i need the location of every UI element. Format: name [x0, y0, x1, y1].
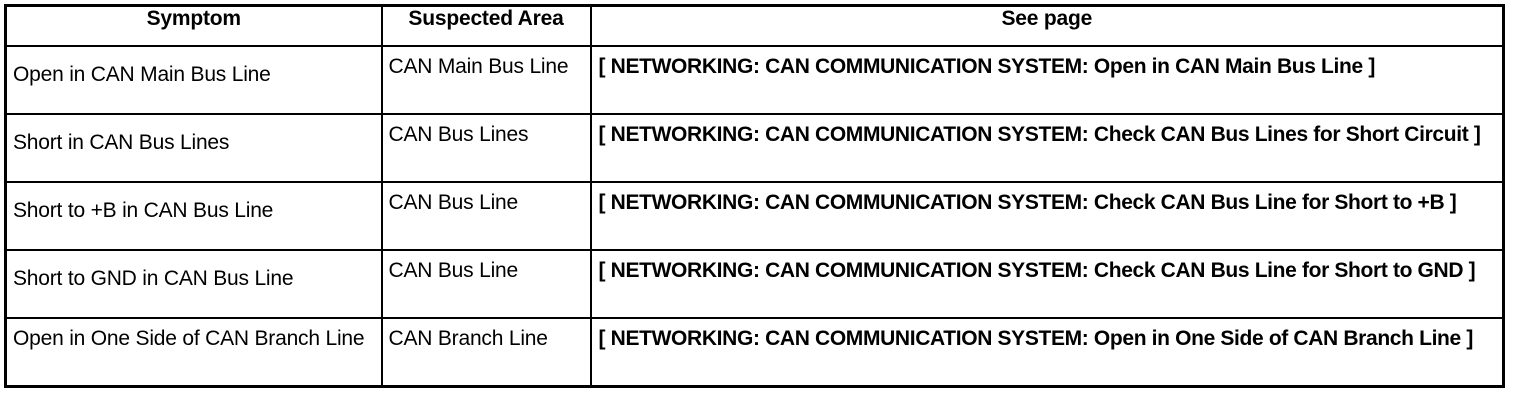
suspected-area-text: CAN Bus Lines	[388, 123, 529, 146]
column-header-symptom-label: Symptom	[146, 7, 241, 30]
suspected-area-text: CAN Bus Line	[388, 259, 519, 282]
see-page-reference[interactable]: [ NETWORKING: CAN COMMUNICATION SYSTEM: …	[598, 259, 1476, 282]
cell-see-page: [ NETWORKING: CAN COMMUNICATION SYSTEM: …	[589, 249, 1505, 319]
see-page-reference[interactable]: [ NETWORKING: CAN COMMUNICATION SYSTEM: …	[598, 327, 1474, 350]
symptom-table: Symptom Suspected Area See page Open in …	[4, 4, 1505, 388]
cell-symptom: Short to GND in CAN Bus Line	[4, 249, 383, 319]
header-row: Symptom Suspected Area See page	[4, 4, 1505, 47]
symptom-text: Open in CAN Main Bus Line	[13, 63, 271, 86]
column-header-suspected-area-label: Suspected Area	[408, 7, 564, 30]
cell-symptom: Short to +B in CAN Bus Line	[4, 181, 383, 251]
table-row: Open in One Side of CAN Branch Line CAN …	[4, 317, 1505, 388]
symptom-text: Open in One Side of CAN Branch Line	[13, 327, 365, 350]
cell-see-page: [ NETWORKING: CAN COMMUNICATION SYSTEM: …	[589, 113, 1505, 183]
cell-suspected-area: CAN Branch Line	[380, 317, 592, 388]
symptom-text: Short in CAN Bus Lines	[13, 131, 230, 154]
symptom-text: Short to +B in CAN Bus Line	[13, 199, 274, 222]
table-body: Open in CAN Main Bus Line CAN Main Bus L…	[4, 45, 1505, 388]
cell-symptom: Open in One Side of CAN Branch Line	[4, 317, 383, 388]
column-header-suspected-area: Suspected Area	[380, 4, 592, 47]
cell-symptom: Short in CAN Bus Lines	[4, 113, 383, 183]
symptom-text: Short to GND in CAN Bus Line	[13, 267, 294, 290]
table-row: Open in CAN Main Bus Line CAN Main Bus L…	[4, 45, 1505, 115]
suspected-area-text: CAN Main Bus Line	[388, 55, 569, 78]
suspected-area-text: CAN Branch Line	[388, 327, 548, 350]
see-page-reference[interactable]: [ NETWORKING: CAN COMMUNICATION SYSTEM: …	[598, 123, 1481, 146]
see-page-reference[interactable]: [ NETWORKING: CAN COMMUNICATION SYSTEM: …	[598, 191, 1457, 214]
cell-see-page: [ NETWORKING: CAN COMMUNICATION SYSTEM: …	[589, 317, 1505, 388]
cell-suspected-area: CAN Bus Lines	[380, 113, 592, 183]
cell-suspected-area: CAN Main Bus Line	[380, 45, 592, 115]
table-row: Short to +B in CAN Bus Line CAN Bus Line…	[4, 181, 1505, 251]
column-header-see-page-label: See page	[1001, 7, 1093, 30]
cell-see-page: [ NETWORKING: CAN COMMUNICATION SYSTEM: …	[589, 181, 1505, 251]
cell-symptom: Open in CAN Main Bus Line	[4, 45, 383, 115]
column-header-see-page: See page	[589, 4, 1505, 47]
table-row: Short to GND in CAN Bus Line CAN Bus Lin…	[4, 249, 1505, 319]
table-row: Short in CAN Bus Lines CAN Bus Lines [ N…	[4, 113, 1505, 183]
cell-suspected-area: CAN Bus Line	[380, 249, 592, 319]
table-header: Symptom Suspected Area See page	[4, 4, 1505, 47]
column-header-symptom: Symptom	[4, 4, 383, 47]
cell-see-page: [ NETWORKING: CAN COMMUNICATION SYSTEM: …	[589, 45, 1505, 115]
see-page-reference[interactable]: [ NETWORKING: CAN COMMUNICATION SYSTEM: …	[598, 55, 1376, 78]
cell-suspected-area: CAN Bus Line	[380, 181, 592, 251]
suspected-area-text: CAN Bus Line	[388, 191, 519, 214]
